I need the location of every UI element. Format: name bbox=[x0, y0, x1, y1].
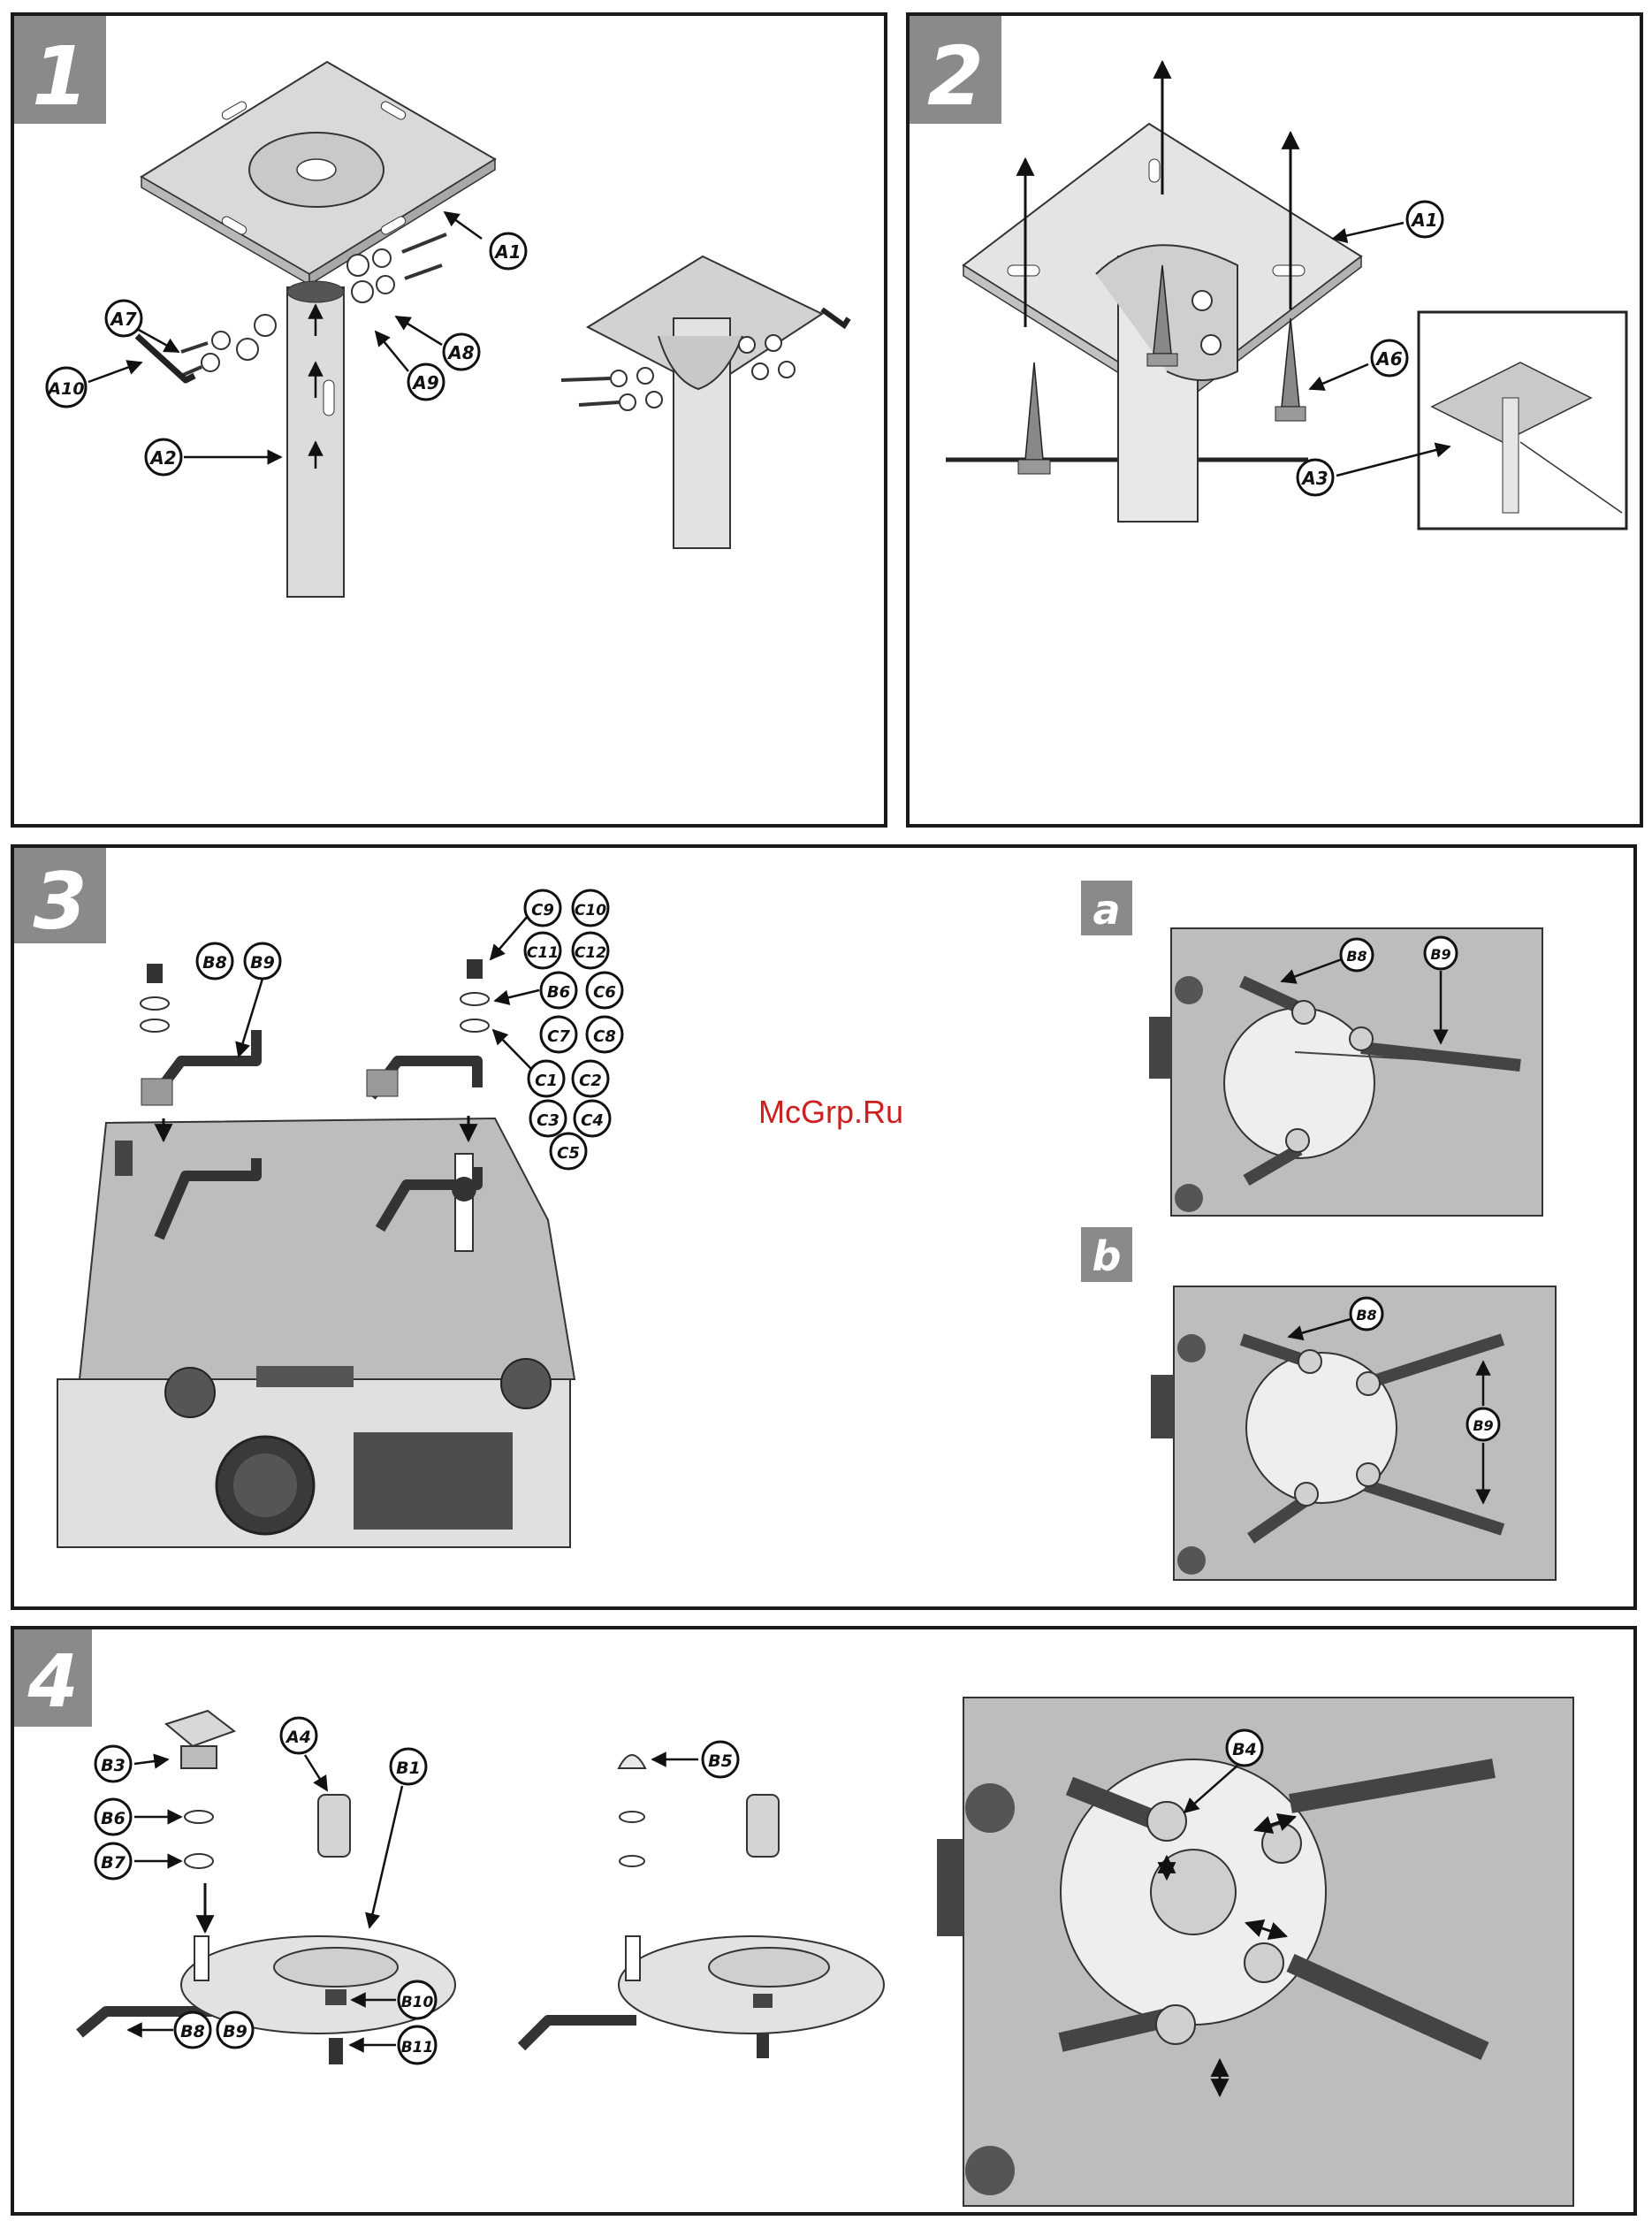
svg-text:C5: C5 bbox=[557, 1144, 580, 1163]
callout-c6: C6 bbox=[587, 973, 622, 1008]
svg-text:A10: A10 bbox=[46, 379, 84, 399]
svg-text:B8: B8 bbox=[1346, 948, 1367, 965]
svg-text:A3: A3 bbox=[1300, 468, 1328, 489]
extension-pole-illustration bbox=[287, 281, 344, 597]
svg-text:C1: C1 bbox=[535, 1072, 558, 1090]
callout-c10: C10 bbox=[573, 890, 608, 926]
projector-illustration bbox=[57, 1118, 575, 1547]
panel-1: 1 bbox=[12, 14, 886, 826]
svg-text:A2: A2 bbox=[148, 447, 176, 469]
step-number-2: 2 bbox=[927, 29, 984, 124]
svg-text:B11: B11 bbox=[401, 2039, 434, 2056]
svg-text:B1: B1 bbox=[396, 1759, 421, 1778]
callout-b8-step3: B8 bbox=[197, 943, 232, 979]
svg-text:A9: A9 bbox=[411, 372, 438, 393]
svg-text:C4: C4 bbox=[581, 1111, 604, 1130]
step-number-4: 4 bbox=[27, 1640, 78, 1724]
svg-text:A1: A1 bbox=[493, 241, 521, 263]
callout-c5: C5 bbox=[551, 1133, 586, 1169]
svg-text:B9: B9 bbox=[223, 2022, 247, 2041]
svg-text:A4: A4 bbox=[285, 1728, 311, 1747]
svg-text:C11: C11 bbox=[527, 944, 559, 962]
svg-text:B3: B3 bbox=[101, 1756, 126, 1775]
watermark: McGrp.Ru bbox=[758, 1094, 903, 1130]
svg-text:B6: B6 bbox=[547, 983, 570, 1002]
panel-2: 2 bbox=[908, 14, 1641, 826]
svg-text:A6: A6 bbox=[1374, 348, 1402, 370]
svg-text:a: a bbox=[1092, 886, 1120, 934]
svg-text:B6: B6 bbox=[101, 1809, 126, 1828]
callout-c7: C7 bbox=[541, 1017, 576, 1052]
svg-text:B5: B5 bbox=[708, 1751, 733, 1771]
svg-text:B9: B9 bbox=[250, 953, 275, 973]
svg-text:C2: C2 bbox=[579, 1072, 602, 1090]
svg-text:C3: C3 bbox=[537, 1111, 560, 1130]
svg-text:C7: C7 bbox=[547, 1027, 570, 1046]
svg-text:B7: B7 bbox=[101, 1853, 126, 1873]
svg-text:C10: C10 bbox=[575, 902, 606, 919]
projector-mounted-illustration bbox=[937, 1698, 1573, 2206]
svg-text:B10: B10 bbox=[401, 1994, 434, 2011]
panel-4: 4 bbox=[12, 1628, 1635, 2214]
svg-text:B4: B4 bbox=[1232, 1740, 1257, 1759]
svg-text:C8: C8 bbox=[593, 1027, 616, 1046]
callout-c4: C4 bbox=[575, 1101, 610, 1136]
callout-c2: C2 bbox=[573, 1061, 608, 1096]
svg-text:A1: A1 bbox=[1410, 210, 1437, 231]
svg-text:B8: B8 bbox=[180, 2022, 205, 2041]
svg-text:B9: B9 bbox=[1430, 946, 1450, 963]
svg-text:b: b bbox=[1092, 1232, 1122, 1280]
svg-text:C12: C12 bbox=[575, 944, 606, 962]
callout-b9-step4: B9 bbox=[217, 2012, 253, 2048]
svg-text:B8: B8 bbox=[1356, 1307, 1376, 1324]
svg-text:C9: C9 bbox=[531, 901, 554, 919]
ceiling-detail-inset bbox=[1419, 312, 1626, 529]
svg-text:C6: C6 bbox=[593, 983, 616, 1002]
svg-text:A8: A8 bbox=[446, 342, 474, 363]
callout-c11: C11 bbox=[525, 933, 560, 968]
panel-3: 3 bbox=[12, 846, 1635, 1608]
step-number-1: 1 bbox=[32, 29, 88, 124]
step-number-3: 3 bbox=[33, 856, 87, 947]
svg-text:A7: A7 bbox=[109, 309, 136, 330]
callout-c8: C8 bbox=[587, 1017, 622, 1052]
callout-c12: C12 bbox=[573, 933, 608, 968]
callout-c3: C3 bbox=[530, 1101, 566, 1136]
svg-text:B8: B8 bbox=[202, 953, 227, 973]
svg-text:B9: B9 bbox=[1473, 1417, 1493, 1434]
